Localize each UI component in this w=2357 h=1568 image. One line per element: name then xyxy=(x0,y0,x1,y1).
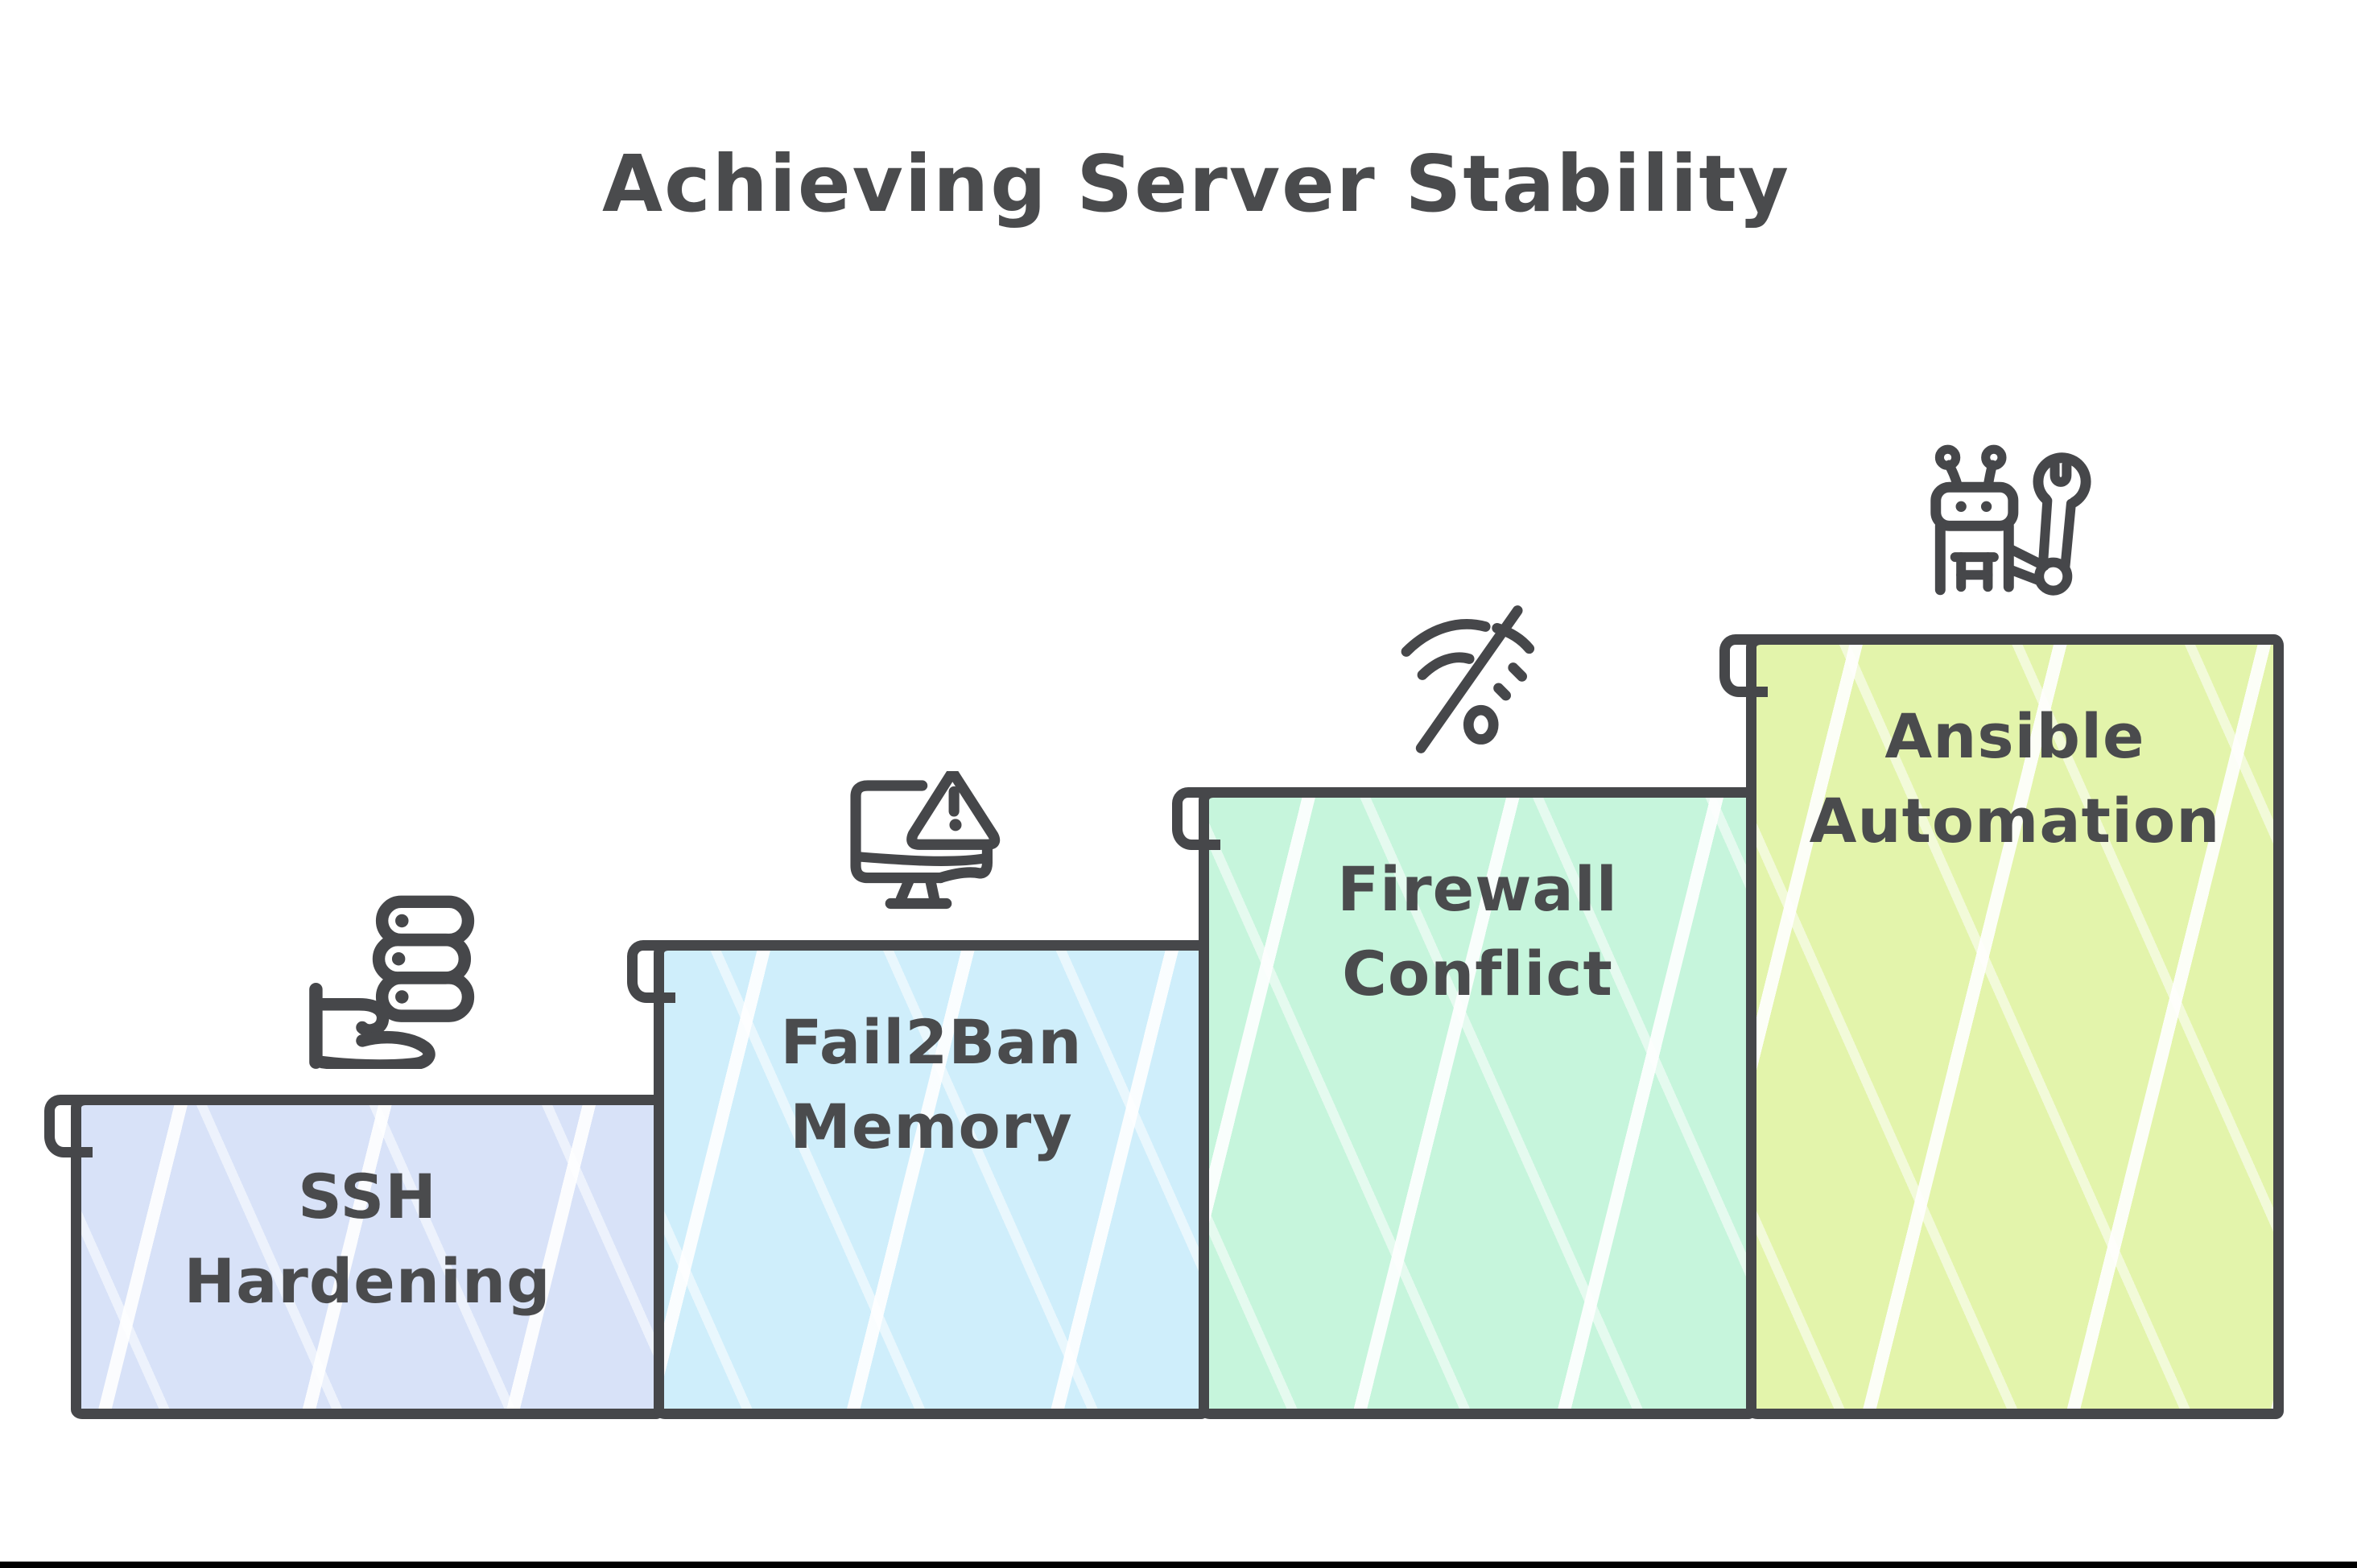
step-firewall-conflict: Firewall Conflict xyxy=(1172,787,1756,1419)
step-label: Ansible Automation xyxy=(1809,700,2221,856)
step-ansible-automation: Ansible Automation xyxy=(1719,634,2284,1419)
monitor-warning-icon xyxy=(844,771,1018,924)
robot-wrench-icon xyxy=(1922,441,2101,597)
sketch-corner-hook xyxy=(1172,787,1220,850)
page-title: Achieving Server Stability xyxy=(602,138,1790,229)
sketch-corner-hook xyxy=(44,1095,93,1157)
step-label: SSH Hardening xyxy=(184,1161,551,1317)
step-label: Firewall Conflict xyxy=(1337,853,1618,1009)
wifi-off-icon xyxy=(1397,599,1544,760)
hand-holding-server-icon xyxy=(303,895,485,1069)
sketch-corner-hook xyxy=(1719,634,1768,697)
sketch-corner-hook xyxy=(627,940,675,1003)
step-ssh-hardening: SSH Hardening xyxy=(44,1095,664,1419)
step-label: Fail2Ban Memory xyxy=(780,1006,1083,1162)
bottom-edge-bar xyxy=(0,1562,2357,1568)
step-fail2ban-memory: Fail2Ban Memory xyxy=(627,940,1209,1419)
